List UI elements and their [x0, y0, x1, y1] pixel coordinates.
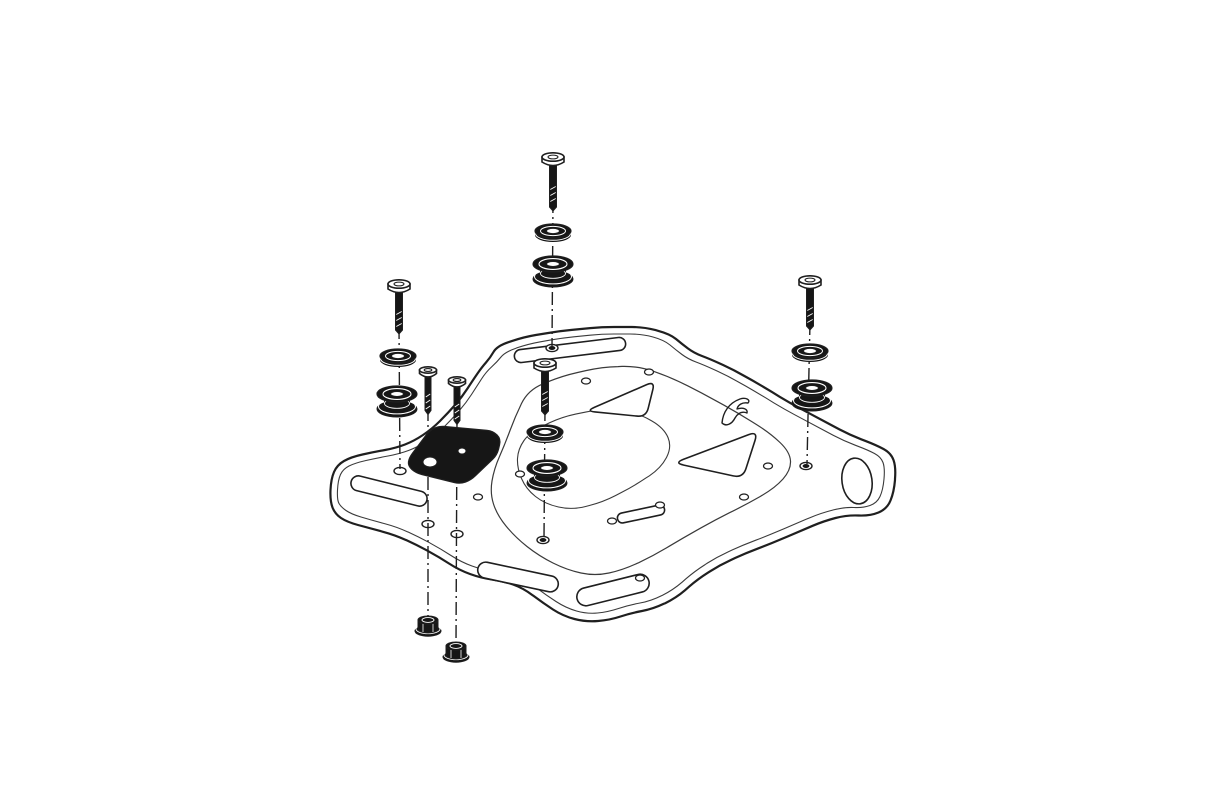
- axis-adapter-rear: [455, 417, 458, 646]
- washer-face-highlight: [532, 426, 558, 438]
- screw-adapter-front: [418, 365, 438, 416]
- screw-thread-line: [550, 198, 556, 202]
- screw-center: [533, 358, 557, 416]
- plate-hole: [643, 368, 655, 376]
- screw-thread-line: [542, 397, 548, 401]
- plate-hole: [738, 493, 750, 501]
- screw-thread-line: [396, 323, 402, 327]
- nut-top-highlight: [421, 617, 435, 623]
- screw-thread-line: [542, 391, 548, 395]
- screw-socket: [539, 360, 551, 366]
- screw-thread-line: [807, 319, 813, 323]
- grommet-right: [791, 379, 833, 412]
- rack-plate: [329, 325, 897, 623]
- screw-thread-line: [454, 403, 460, 408]
- adapter-bracket-body: [407, 425, 501, 484]
- plate-cutout: [677, 432, 757, 478]
- screw-thread-line: [807, 307, 813, 311]
- plate-cutout: [616, 504, 666, 524]
- screw-thread-line: [396, 311, 402, 315]
- swallow-logo: [721, 397, 750, 426]
- grommet-center: [526, 459, 568, 492]
- fasteners: [376, 152, 833, 663]
- screw-thread-line: [425, 405, 431, 410]
- washer-right: [791, 343, 829, 362]
- screw-top-center: [541, 152, 565, 212]
- screw-thread-line: [542, 403, 548, 407]
- grommet-left: [376, 385, 418, 418]
- screw-thread-line: [550, 192, 556, 196]
- screw-head-top: [533, 358, 557, 368]
- screw-adapter-rear: [447, 375, 467, 426]
- screw-thread-line: [396, 317, 402, 321]
- adapter-bracket-hole: [422, 456, 438, 468]
- screw-thread-line: [454, 415, 460, 420]
- adapter-bracket: [407, 425, 501, 484]
- screw-socket: [452, 377, 462, 383]
- screw-head-top: [541, 152, 565, 162]
- grommet-top-center: [532, 255, 574, 288]
- screw-head-top: [798, 275, 822, 285]
- grommet-hole: [805, 385, 819, 391]
- screw-left: [387, 279, 411, 335]
- washer-hole: [803, 347, 817, 355]
- screw-right: [798, 275, 822, 331]
- plate-cutout: [576, 573, 650, 607]
- plate-cutout: [476, 561, 560, 593]
- plate-cutout: [841, 457, 873, 505]
- washer-hole: [538, 428, 552, 436]
- plate-cutout: [513, 336, 627, 364]
- screw-tip-mark: [548, 346, 556, 350]
- screw-head-top: [447, 375, 467, 385]
- plate-hole: [514, 470, 526, 478]
- washer-center: [526, 424, 564, 443]
- screw-head-top: [418, 365, 438, 375]
- washer-face-highlight: [797, 345, 823, 357]
- washer-hole: [546, 227, 560, 235]
- grommet-hole: [540, 465, 554, 471]
- grommet-top-highlight: [797, 382, 827, 394]
- grommet-hole: [546, 261, 560, 267]
- plate-hole: [654, 501, 666, 509]
- washer-top-center: [534, 223, 572, 242]
- screw-thread-line: [425, 399, 431, 404]
- plate-platform-contour: [490, 365, 792, 576]
- grommet-top-highlight: [538, 258, 568, 270]
- screw-thread-line: [425, 393, 431, 398]
- screw-head-top: [387, 279, 411, 289]
- grommet-top-highlight: [532, 462, 562, 474]
- screw-tip-mark: [802, 464, 810, 468]
- washer-face-highlight: [385, 350, 411, 362]
- plate-hole: [580, 377, 592, 385]
- grommet-top-highlight: [382, 388, 412, 400]
- screw-socket: [393, 281, 405, 287]
- nut-rear: [442, 641, 470, 663]
- plate-inner-edge: [336, 333, 885, 614]
- plate-hole: [606, 517, 618, 525]
- plate-outer-outline: [329, 325, 897, 623]
- screw-thread-line: [550, 186, 556, 190]
- screw-socket: [547, 154, 559, 160]
- screw-socket: [423, 367, 433, 373]
- screw-thread-line: [807, 313, 813, 317]
- screw-tip-mark: [539, 538, 547, 542]
- nut-front: [414, 615, 442, 637]
- washer-hole: [391, 352, 405, 360]
- adapter-bracket-hole: [457, 447, 467, 455]
- plate-hole: [472, 493, 484, 501]
- plate-hole: [762, 462, 774, 470]
- screw-thread-line: [454, 409, 460, 414]
- plate-hole: [634, 574, 646, 582]
- screw-socket: [804, 277, 816, 283]
- washer-left: [379, 348, 417, 367]
- grommet-hole: [390, 391, 404, 397]
- washer-face-highlight: [540, 225, 566, 237]
- plate-cutout: [589, 382, 655, 417]
- plate-cutout: [350, 475, 428, 507]
- nut-top-highlight: [449, 643, 463, 649]
